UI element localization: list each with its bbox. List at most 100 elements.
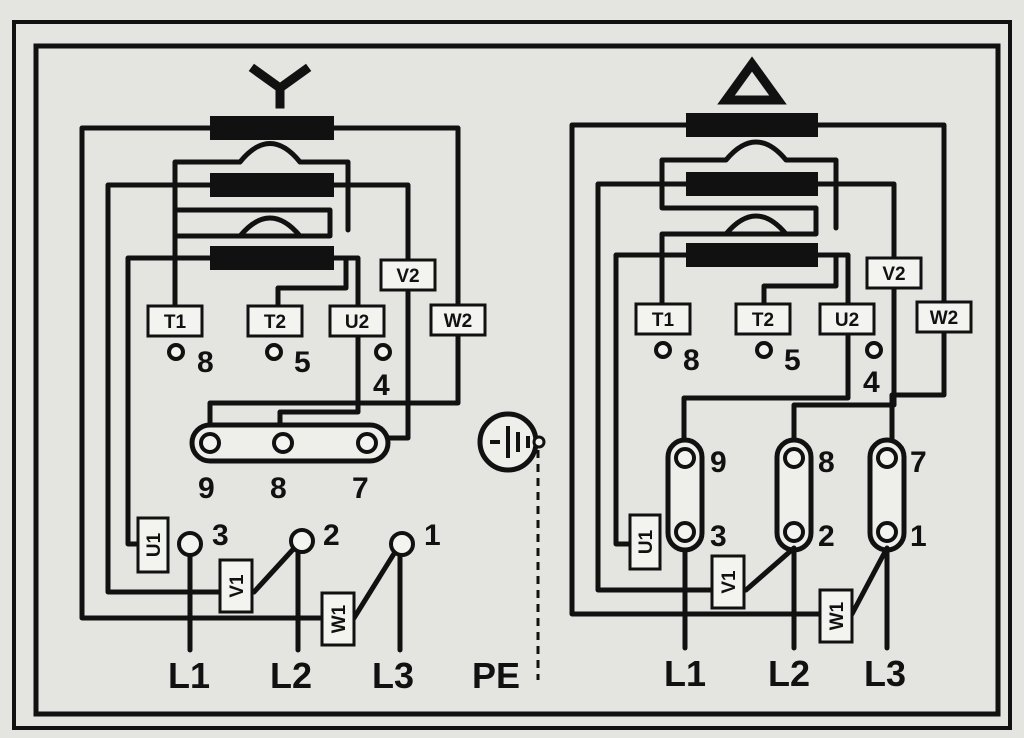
wire-coil3-left (125, 255, 213, 547)
earth-label: PE (472, 655, 520, 696)
num-3: 3 (212, 519, 229, 552)
line-label-l3: L3 (372, 655, 414, 696)
num-4-top-delta: 4 (863, 366, 880, 399)
bridge-terminal-7 (356, 432, 378, 454)
line-label-l2: L2 (270, 655, 312, 696)
coil-2 (210, 173, 334, 197)
label-t1-delta: T1 (652, 310, 675, 331)
wire-v2-delta (791, 181, 897, 443)
wire-coil2-left-delta (595, 181, 715, 593)
num-5-top: 5 (294, 346, 311, 379)
earth-section: PE (472, 411, 546, 696)
box-t1 (146, 304, 204, 338)
num-1: 1 (424, 519, 441, 552)
delta-panel: T1 T2 U2 V2 W2 8 5 4 9 8 7 3 2 1 (569, 56, 973, 694)
wire-crossover (172, 207, 303, 239)
box-v1-delta (710, 554, 746, 610)
label-w1-delta: W1 (827, 601, 848, 630)
coil-3 (210, 246, 334, 270)
coil-1 (210, 116, 334, 140)
terminal-8-top-delta (654, 341, 672, 359)
label-v1-delta: V1 (719, 570, 740, 594)
bridge-num-9: 9 (198, 472, 215, 505)
terminal-5-top (265, 343, 283, 361)
terminal-5-top-delta (755, 341, 773, 359)
terminal-4-top (374, 343, 392, 361)
label-u1: U1 (144, 532, 165, 557)
wire-l2 (251, 541, 301, 653)
wire-u2-delta (681, 252, 851, 443)
line-label-l1-delta: L1 (664, 653, 706, 694)
label-u1-delta: U1 (636, 529, 657, 554)
num-4-top: 4 (373, 369, 390, 402)
line-label-l3-delta: L3 (864, 653, 906, 694)
delta-symbol (717, 56, 787, 105)
box-w2-delta (915, 300, 973, 334)
label-t2-delta: T2 (752, 310, 774, 331)
box-t2 (246, 304, 304, 338)
wire-w2-delta (815, 122, 947, 443)
line-label-l1: L1 (168, 655, 210, 696)
label-v1: V1 (227, 574, 248, 598)
box-v2 (379, 258, 437, 292)
box-w1 (320, 591, 356, 647)
label-w1: W1 (329, 604, 350, 633)
bridge-terminal-8 (272, 432, 294, 454)
terminal-4-top-delta (865, 341, 883, 359)
box-w1-delta (818, 588, 854, 644)
coil-2-delta (686, 172, 818, 196)
link-num-9: 9 (710, 446, 727, 479)
wire-l2-delta (743, 545, 797, 651)
wire-outer-delta (569, 122, 823, 617)
wire-t2 (275, 255, 349, 309)
wire-t1 (172, 141, 351, 309)
wire-outer-w (79, 125, 335, 621)
box-w2 (429, 303, 487, 337)
wire-v2 (331, 182, 411, 441)
label-t1: T1 (164, 312, 187, 333)
box-v2-delta (865, 256, 923, 290)
wire-l3-delta (849, 545, 890, 651)
star-panel: T1 T2 U2 V2 W2 8 5 4 9 8 7 3 2 1 (79, 63, 487, 696)
star-symbol (248, 63, 312, 109)
terminal-8-top (167, 343, 185, 361)
line-label-l2-delta: L2 (768, 653, 810, 694)
label-u2-delta: U2 (835, 310, 859, 331)
box-v1 (218, 558, 254, 614)
label-w2-delta: W2 (930, 308, 959, 329)
box-u2-delta (818, 302, 876, 336)
link-num-8: 8 (818, 446, 835, 479)
label-t2: T2 (264, 312, 286, 333)
wire-l3 (351, 541, 403, 653)
coil-3-delta (686, 243, 818, 267)
link-num-7: 7 (910, 446, 927, 479)
outer-frame (12, 20, 1012, 730)
link-num-1: 1 (910, 520, 927, 553)
wire-w2 (207, 125, 461, 428)
inner-frame (33, 43, 1001, 717)
wire-t2-delta (761, 252, 839, 307)
bridge-num-8: 8 (270, 472, 287, 505)
bridge-terminal-9 (199, 432, 221, 454)
box-t1-delta (634, 302, 692, 336)
wire-coil2-left (105, 182, 223, 595)
num-2: 2 (323, 519, 340, 552)
terminal-1 (389, 531, 415, 557)
wire-t1-delta (659, 139, 839, 307)
link-num-2: 2 (818, 520, 835, 553)
link-num-3: 3 (710, 520, 727, 553)
wire-u2 (277, 255, 361, 428)
label-v2: V2 (396, 266, 419, 287)
bridge-num-7: 7 (352, 472, 369, 505)
box-u1 (136, 516, 170, 574)
box-u2 (328, 304, 386, 338)
terminal-3 (177, 531, 203, 557)
num-8-top: 8 (197, 346, 214, 379)
label-u2: U2 (345, 312, 369, 333)
terminal-2 (289, 528, 315, 554)
box-t2-delta (734, 302, 792, 336)
coil-1-delta (686, 113, 818, 137)
num-8-top-delta: 8 (683, 344, 700, 377)
label-v2-delta: V2 (882, 264, 905, 285)
